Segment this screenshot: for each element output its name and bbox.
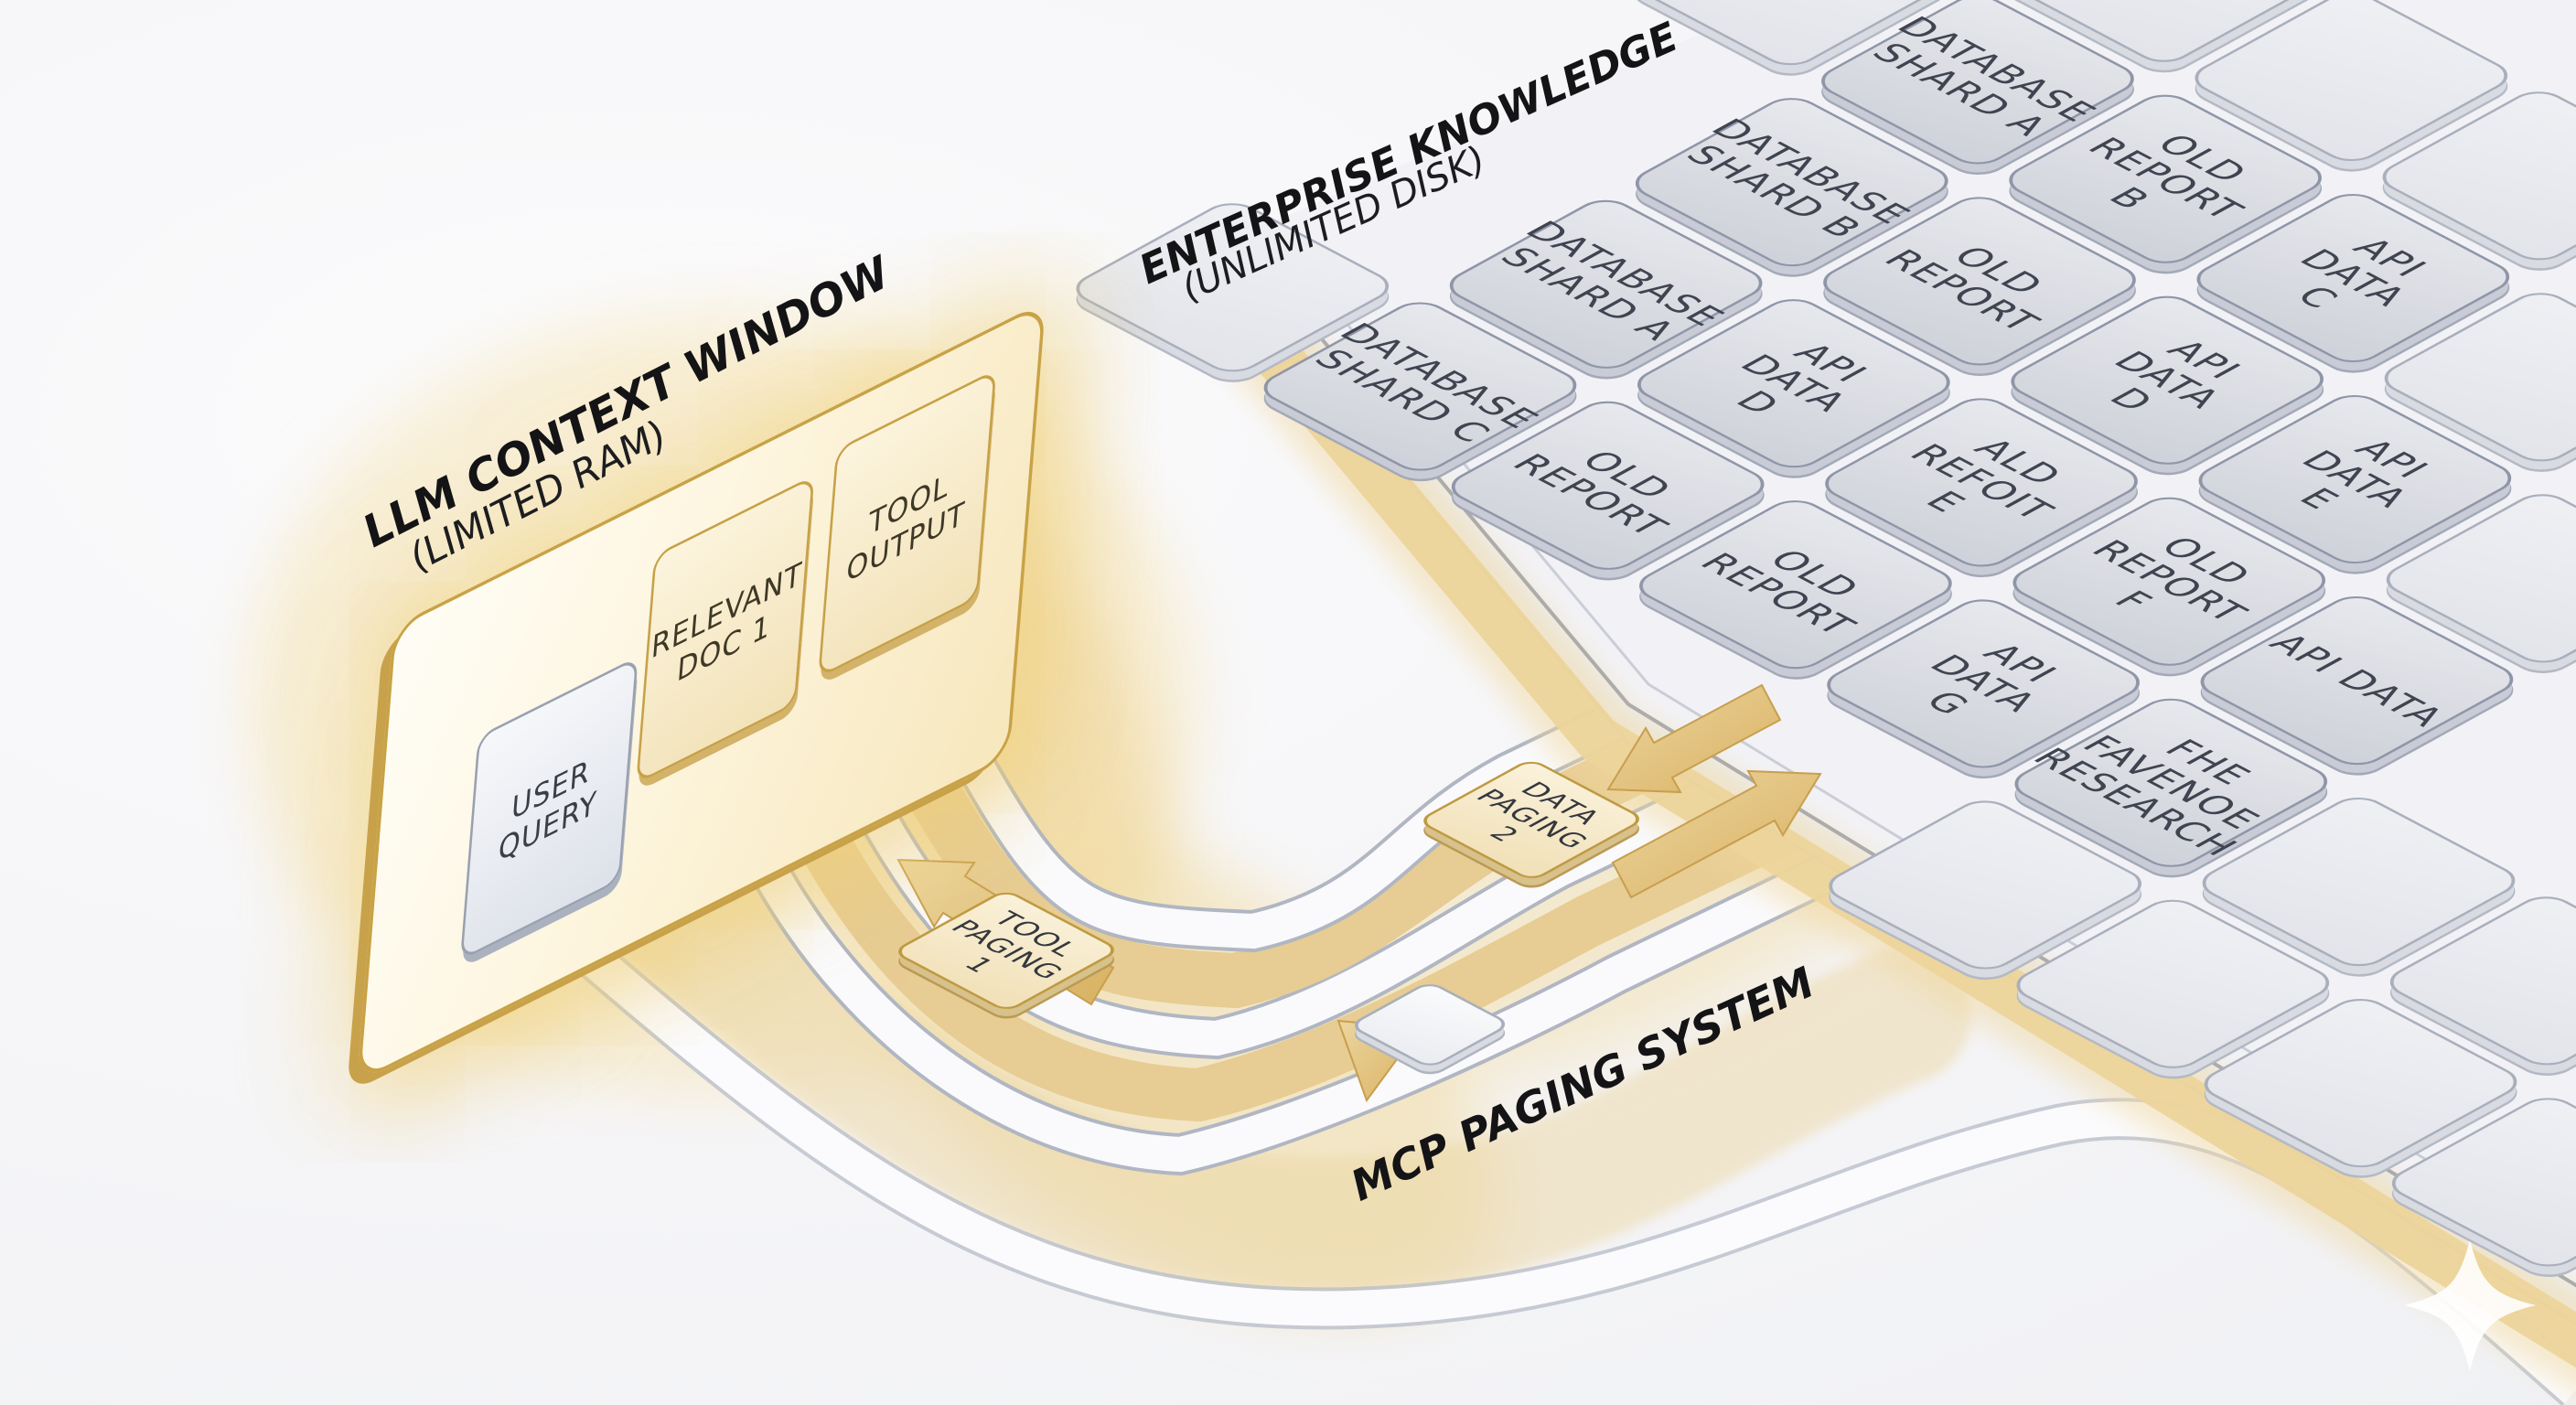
ribbon-gold-wide bbox=[613, 846, 1971, 1295]
ribbon-gold-outbound bbox=[798, 713, 1980, 1122]
ribbon-white-3 bbox=[753, 774, 2005, 1173]
sparkle-icon bbox=[2404, 1239, 2536, 1371]
arrow-toward-disk-icon bbox=[1611, 769, 1822, 899]
disk-tile-label-line: API DATA bbox=[2259, 628, 2455, 733]
arrow-toward-card-icon bbox=[1606, 683, 1782, 794]
